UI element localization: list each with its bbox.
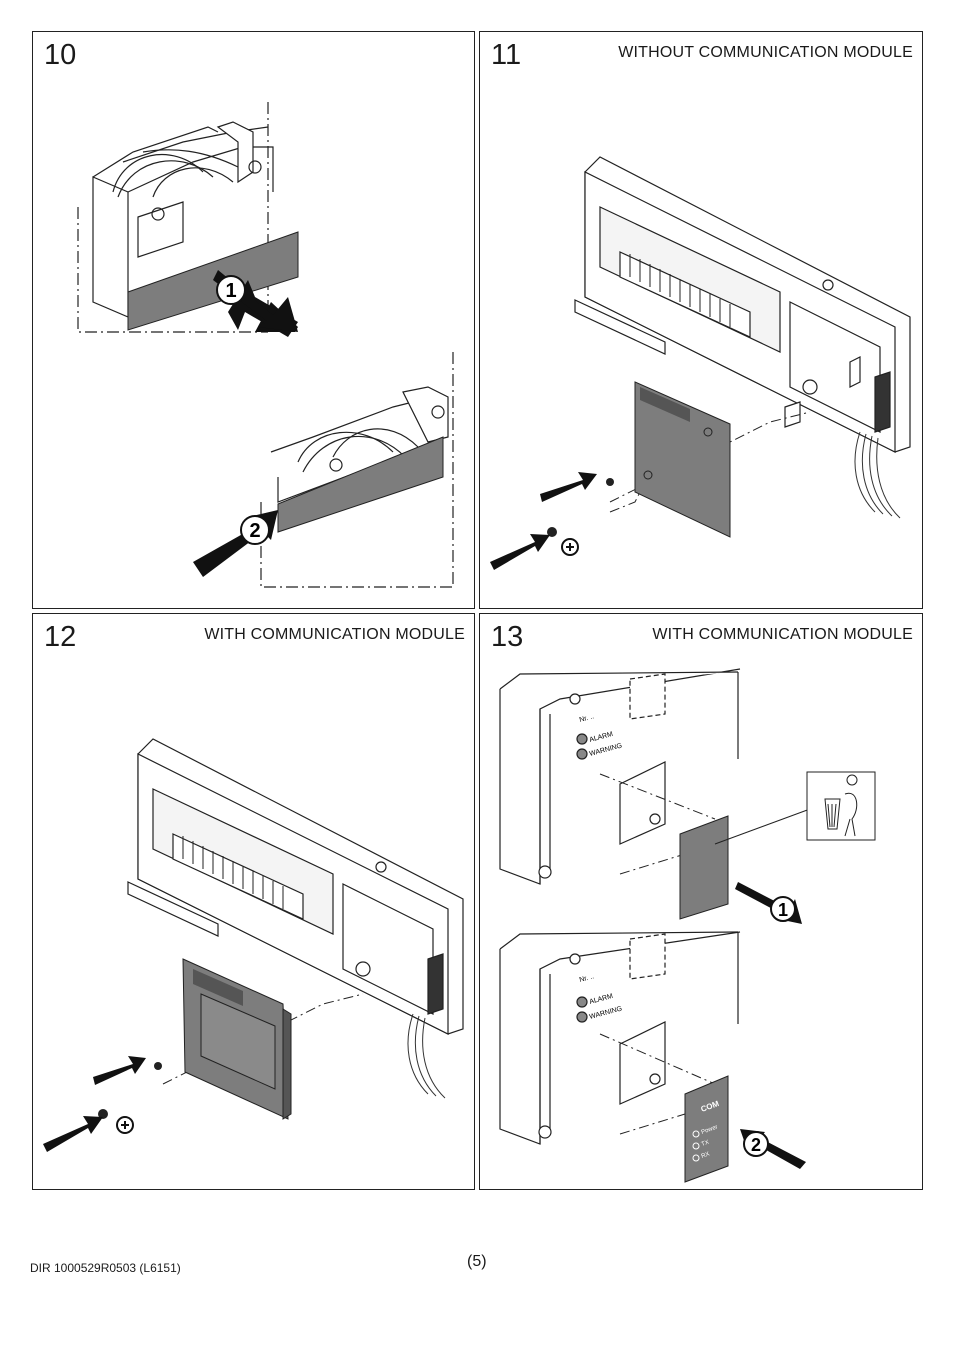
insert-arrow-screw (490, 534, 550, 570)
device-housing (127, 738, 464, 1035)
svg-text:ALARM: ALARM (589, 731, 614, 744)
pull-arrow-1: 1 (735, 882, 802, 924)
illustration-label-cover: Nr. .. ALARM WARNING 1 (499, 668, 876, 1183)
illustration-attach-blank-cover (490, 156, 911, 570)
device-front-lower (499, 931, 741, 1145)
svg-text:WARNING: WARNING (589, 742, 623, 757)
insert-arrow (93, 1056, 146, 1085)
push-arrow-2: 2 (193, 510, 278, 577)
page-number: (5) (467, 1253, 487, 1270)
svg-text:Nr. ..: Nr. .. (579, 713, 595, 724)
step-number: 11 (491, 39, 522, 71)
svg-text:2: 2 (249, 520, 260, 542)
svg-text:ALARM: ALARM (589, 993, 614, 1006)
step-number: 10 (44, 39, 77, 71)
removed-blank-cover (679, 815, 729, 920)
insert-arrow (540, 472, 597, 502)
svg-text:WARNING: WARNING (589, 1005, 623, 1020)
step-caption: WITH COMMUNICATION MODULE (652, 626, 913, 643)
document-id: DIR 1000529R0503 (L6151) (30, 1261, 181, 1275)
insert-arrow-screw (43, 1116, 103, 1152)
cover-plate (127, 231, 299, 331)
cable-bundle (854, 431, 901, 519)
svg-text:2: 2 (751, 1135, 761, 1155)
step-caption: WITHOUT COMMUNICATION MODULE (618, 44, 913, 61)
svg-text:1: 1 (225, 280, 236, 302)
svg-text:TX: TX (701, 1140, 710, 1148)
communication-module (182, 958, 292, 1120)
terminal-block-upper (77, 102, 274, 333)
com-module-cover: COM Power TX RX (684, 1075, 729, 1183)
step-panel-10: 10 1 (32, 31, 475, 609)
step-number: 13 (491, 621, 524, 653)
cover-plate-lower (277, 436, 444, 533)
svg-text:1: 1 (778, 900, 788, 920)
phillips-screwdriver-icon (116, 1116, 134, 1134)
svg-text:RX: RX (701, 1151, 711, 1159)
svg-text:Nr. ..: Nr. .. (579, 973, 595, 984)
step-number: 12 (44, 621, 77, 653)
step-panel-11: 11 WITHOUT COMMUNICATION MODULE (479, 31, 923, 609)
phillips-screwdriver-icon (561, 538, 579, 556)
screw-icon (98, 1062, 162, 1119)
illustration-remove-cover: 1 2 (77, 102, 454, 588)
device-front-upper (499, 668, 741, 885)
step-panel-12: 12 WITH COMMUNICATION MODULE (32, 613, 475, 1190)
push-arrow-1: 1 (213, 270, 298, 337)
screw-icon (547, 478, 614, 537)
illustration-attach-comm-module (43, 738, 464, 1152)
push-arrow-2: 2 (740, 1129, 806, 1169)
step-caption: WITH COMMUNICATION MODULE (204, 626, 465, 643)
disposal-bin-icon (806, 771, 876, 841)
blank-cover-plate (634, 381, 731, 538)
svg-text:Power: Power (701, 1124, 719, 1135)
cable-bundle (407, 1013, 446, 1099)
device-housing (574, 156, 911, 453)
step-panel-13: 13 WITH COMMUNICATION MODULE Nr. .. ALAR… (479, 613, 923, 1190)
